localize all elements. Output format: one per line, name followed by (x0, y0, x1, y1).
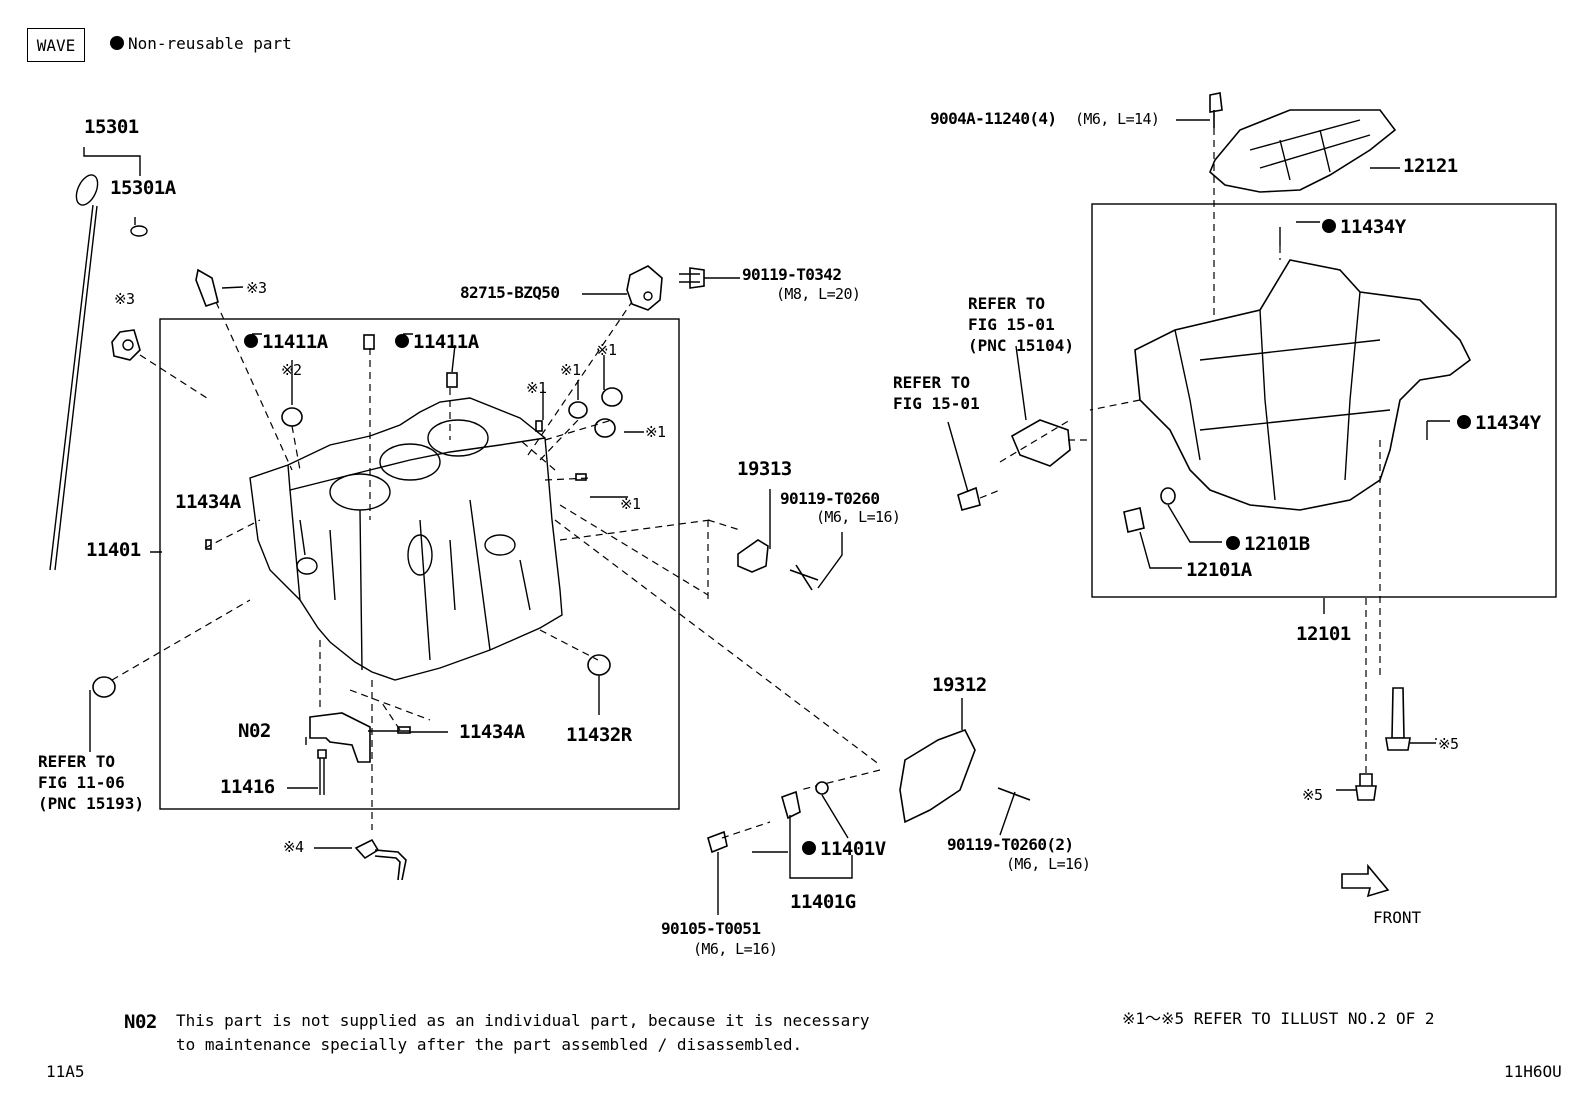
non-reusable-dot-icon (244, 333, 258, 348)
label-90119-t0260-spec: (M6, L=16) (816, 508, 901, 526)
sensor-drawing (195, 268, 293, 471)
label-ref1-d: ※1 (645, 423, 666, 441)
label-12101b-text: 12101B (1244, 533, 1310, 555)
footer-n02-note-line-1: This part is not supplied as an individu… (176, 1011, 870, 1030)
oil-level-gauge-drawing (49, 147, 148, 571)
label-ref1-b: ※1 (560, 361, 581, 379)
label-90119-t0342[interactable]: 90119-T0342 (742, 265, 842, 284)
bracket-82715-drawing (582, 265, 740, 311)
non-reusable-dot-icon (1226, 535, 1240, 550)
label-12121[interactable]: 12121 (1403, 155, 1458, 177)
footer-n02-note-line-2: to maintenance specially after the part … (176, 1035, 803, 1054)
label-ref1-a: ※1 (596, 341, 617, 359)
label-refer-fig-11-06[interactable]: REFER TO FIG 11-06 (PNC 15193) (38, 752, 144, 813)
label-11432r[interactable]: 11432R (566, 724, 632, 746)
label-11401g[interactable]: 11401G (790, 891, 856, 913)
label-11411a-right-text: 11411A (413, 331, 479, 353)
label-11416[interactable]: 11416 (220, 776, 275, 798)
label-refer-fig-15-01[interactable]: REFER TO FIG 15-01 (893, 373, 980, 413)
non-reusable-dot-icon (802, 840, 816, 855)
label-ref5-upper: ※5 (1438, 735, 1459, 753)
knock-sensor-drawing (111, 329, 211, 401)
block-dashed-leaders (111, 289, 881, 830)
label-11401v[interactable]: 11401V (802, 840, 886, 859)
oil-level-sensor-drawing (947, 345, 1090, 511)
label-15301a[interactable]: 15301A (110, 177, 176, 199)
label-90105-t0051-spec: (M6, L=16) (693, 940, 778, 958)
cylinder-block-frame (159, 318, 680, 810)
label-90119-t0260-2[interactable]: 90119-T0260(2) (947, 835, 1074, 854)
label-12101[interactable]: 12101 (1296, 623, 1351, 645)
label-11434y-top[interactable]: 11434Y (1322, 218, 1406, 237)
non-reusable-dot-icon (395, 333, 409, 348)
bracket-19313-drawing (707, 489, 843, 600)
label-19312[interactable]: 19312 (932, 674, 987, 696)
non-reusable-dot-icon (1322, 218, 1336, 233)
label-11434y-right-text: 11434Y (1475, 412, 1541, 434)
label-refer-fig-15-01-pnc[interactable]: REFER TO FIG 15-01 (PNC 15104) (968, 294, 1074, 355)
oil-pan-frame (1091, 203, 1557, 598)
drain-plug-drawing (1123, 487, 1325, 614)
block-small-parts-drawing (92, 334, 623, 795)
label-11411a-left[interactable]: 11411A (244, 333, 328, 352)
label-front: FRONT (1373, 908, 1422, 927)
label-11434y-top-text: 11434Y (1340, 216, 1406, 238)
front-arrow-drawing (1341, 863, 1390, 898)
label-12101a[interactable]: 12101A (1186, 559, 1252, 581)
label-leader-lines (89, 221, 1450, 853)
footer-code-left: 11A5 (46, 1062, 85, 1081)
label-ref1-c: ※1 (526, 379, 547, 397)
label-11401v-text: 11401V (820, 838, 886, 860)
label-11411a-right[interactable]: 11411A (395, 333, 479, 352)
label-ref5-lower: ※5 (1302, 786, 1323, 804)
label-ref4: ※4 (283, 838, 304, 856)
legend-non-reusable-text: Non-reusable part (128, 34, 292, 53)
label-90105-t0051[interactable]: 90105-T0051 (661, 919, 761, 938)
non-reusable-dot-icon (110, 35, 124, 50)
non-reusable-dot-icon (1457, 414, 1471, 429)
label-90119-t0260[interactable]: 90119-T0260 (780, 489, 880, 508)
label-9004a-11240[interactable]: 9004A-11240(4) (930, 109, 1057, 128)
oil-pipe-drawing (314, 838, 407, 881)
cylinder-block-drawing (249, 397, 563, 681)
label-11401[interactable]: 11401 (86, 539, 141, 561)
wave-badge: WAVE (27, 28, 85, 62)
label-11411a-left-text: 11411A (262, 331, 328, 353)
wave-text: WAVE (36, 35, 76, 55)
label-12101b[interactable]: 12101B (1226, 535, 1310, 554)
bolt-90105-drawing (707, 821, 771, 915)
label-ref3-knock: ※3 (114, 290, 135, 308)
legend-non-reusable: Non-reusable part (110, 34, 292, 53)
label-15301[interactable]: 15301 (84, 116, 139, 138)
cover-19312-drawing (799, 698, 1031, 836)
label-ref2: ※2 (281, 361, 302, 379)
label-11434y-right[interactable]: 11434Y (1457, 414, 1541, 433)
union-11401g-drawing (781, 781, 853, 879)
label-19313[interactable]: 19313 (737, 458, 792, 480)
footer-refer-note: ※1～※5 REFER TO ILLUST NO.2 OF 2 (1122, 1009, 1435, 1028)
footer-code-right: 11H6OU (1504, 1062, 1562, 1081)
label-ref1-e: ※1 (620, 495, 641, 513)
label-11434a-bottom[interactable]: 11434A (459, 721, 525, 743)
stud-bolt-drawing (1336, 598, 1436, 801)
label-90119-t0260-2-spec: (M6, L=16) (1006, 855, 1091, 873)
label-90119-t0342-spec: (M8, L=20) (776, 285, 861, 303)
label-n02[interactable]: N02 (238, 720, 271, 742)
oil-pan-drawing (1089, 227, 1472, 680)
label-9004a-11240-spec: (M6, L=14) (1075, 110, 1160, 128)
footer-n02-code: N02 (124, 1011, 157, 1033)
label-ref3-sensor: ※3 (246, 279, 267, 297)
label-11434a-left[interactable]: 11434A (175, 491, 241, 513)
label-82715-bzq50[interactable]: 82715-BZQ50 (460, 283, 560, 302)
